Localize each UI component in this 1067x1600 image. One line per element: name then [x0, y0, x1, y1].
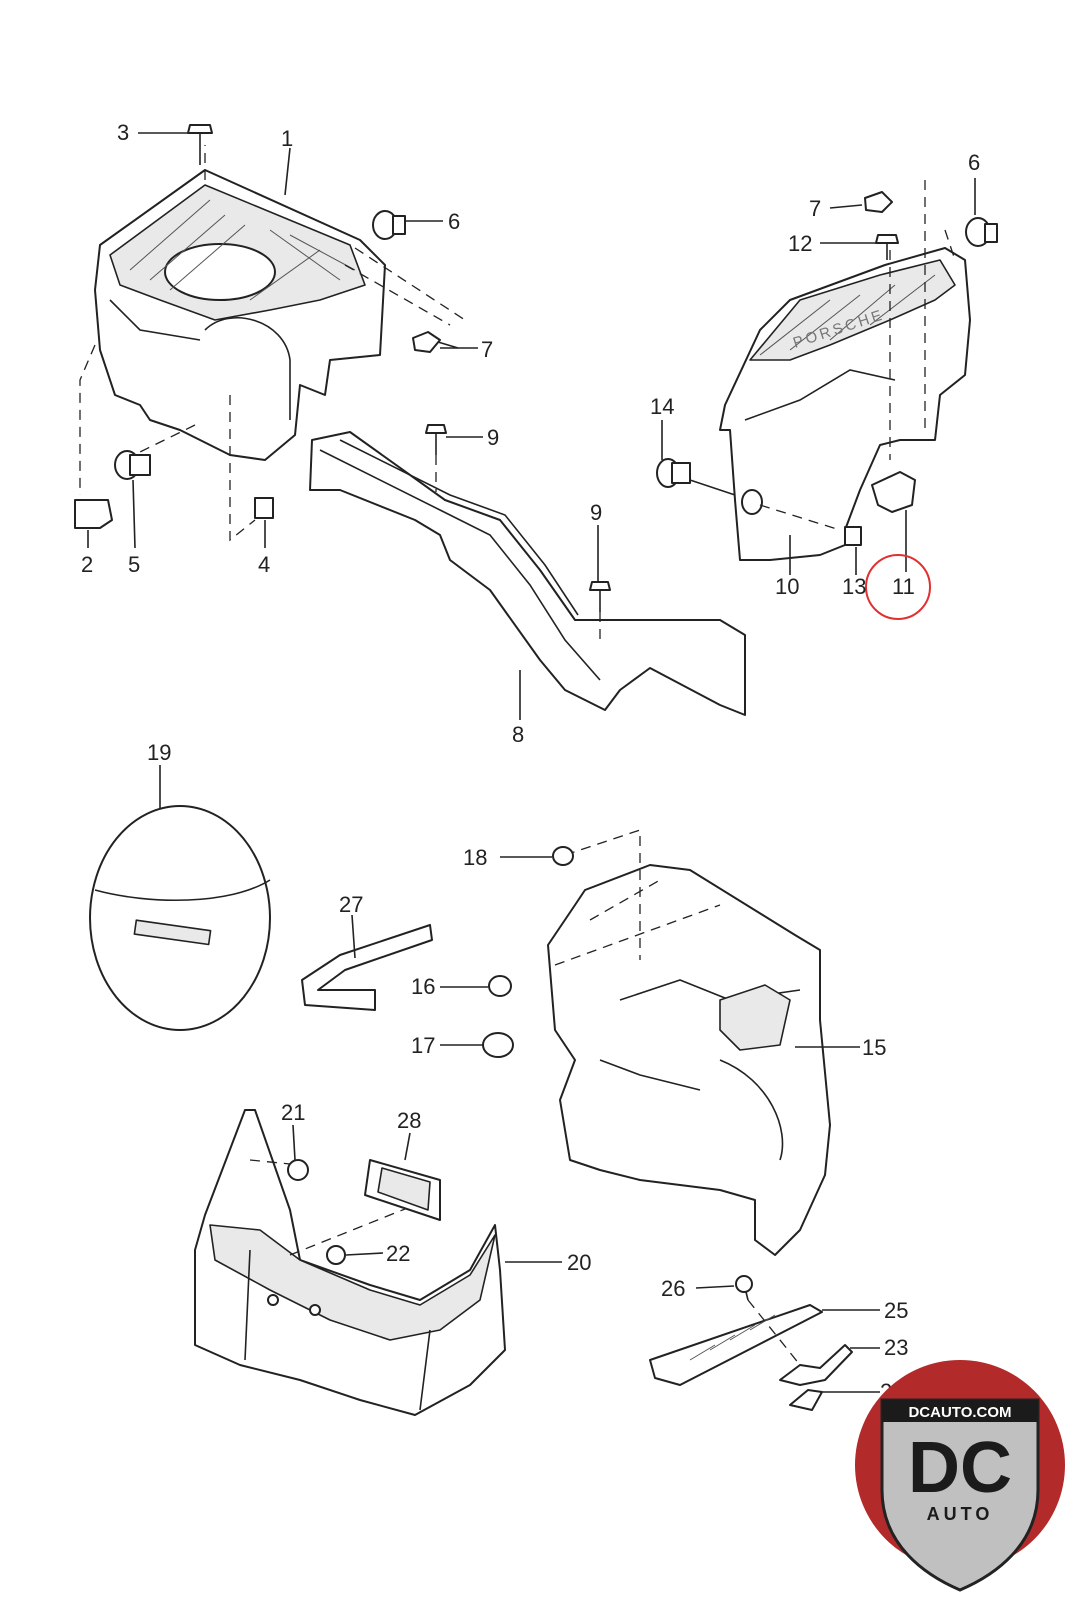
part-22-plug	[326, 1245, 346, 1265]
part-26-screw	[735, 1275, 753, 1301]
dc-auto-logo: DCAUTO.COM DC AUTO	[855, 1360, 1065, 1592]
logo-dc-text: DC	[908, 1428, 1012, 1508]
callout-1: 1	[281, 126, 293, 151]
callout-7: 7	[481, 337, 493, 362]
part-27-strap	[301, 924, 433, 1011]
part-8-center-channel	[309, 431, 746, 716]
part-19-spare-wheel	[89, 805, 271, 1031]
callout-18: 18	[463, 845, 487, 870]
callout-3: 3	[117, 120, 129, 145]
part-14-plug	[656, 458, 691, 488]
part-6-grommet	[965, 217, 998, 247]
part-6-grommet	[372, 210, 406, 240]
leader-lines	[87, 132, 976, 1393]
callout-5: 5	[128, 552, 140, 577]
callout-4: 4	[258, 552, 270, 577]
part-10-side-panel	[719, 247, 971, 561]
callout-6b: 6	[968, 150, 980, 175]
callout-7b: 7	[809, 196, 821, 221]
part-17-plug	[482, 1032, 514, 1058]
part-13-clip	[844, 526, 862, 546]
part-7-bolt	[864, 191, 893, 213]
part-21-plug	[287, 1159, 309, 1181]
callout-9b: 9	[590, 500, 602, 525]
callout-12: 12	[788, 231, 812, 256]
callout-22: 22	[386, 1241, 410, 1266]
callout-10: 10	[775, 574, 799, 599]
callout-21: 21	[281, 1100, 305, 1125]
callout-13: 13	[842, 574, 866, 599]
callout-2: 2	[81, 552, 93, 577]
callout-16: 16	[411, 974, 435, 999]
callout-11: 11	[892, 574, 915, 599]
callout-8: 8	[512, 722, 524, 747]
part-2-clip	[74, 499, 113, 529]
logo-site-text: DCAUTO.COM	[908, 1404, 1011, 1421]
part-1-storage-box	[94, 169, 386, 461]
part-24-clip	[789, 1389, 823, 1411]
callout-27: 27	[339, 892, 363, 917]
logo-auto-text: AUTO	[927, 1504, 994, 1524]
part-3-screw	[187, 124, 213, 165]
callout-14: 14	[650, 394, 674, 419]
part-9-screw	[425, 424, 611, 612]
part-4-clip	[254, 497, 274, 519]
callout-15: 15	[862, 1035, 886, 1060]
part-5-plug	[114, 450, 151, 480]
part-15-rear-lining	[547, 864, 831, 1256]
part-7-bolt	[412, 331, 459, 353]
part-16-plug	[488, 975, 512, 997]
part-12-screw	[875, 234, 899, 260]
callout-20: 20	[567, 1250, 591, 1275]
part-20-trunk-liner	[194, 1109, 506, 1416]
callout-28: 28	[397, 1108, 421, 1133]
callout-26: 26	[661, 1276, 685, 1301]
callout-17: 17	[411, 1033, 435, 1058]
part-25-sill-plate	[649, 1304, 823, 1386]
callout-25: 25	[884, 1298, 908, 1323]
part-11-bracket	[871, 471, 916, 513]
part-18-plug	[552, 846, 574, 866]
highlight-circle	[865, 554, 931, 620]
callout-9a: 9	[487, 425, 499, 450]
callout-labels: 1 2 3 4 5 6 7 8 9 9 10 11 12 13 14 6 7 1…	[81, 120, 980, 1404]
callout-23: 23	[884, 1335, 908, 1360]
part-23-clip	[779, 1344, 853, 1386]
part-28-lamp	[364, 1159, 441, 1221]
callout-6: 6	[448, 209, 460, 234]
callout-19: 19	[147, 740, 171, 765]
